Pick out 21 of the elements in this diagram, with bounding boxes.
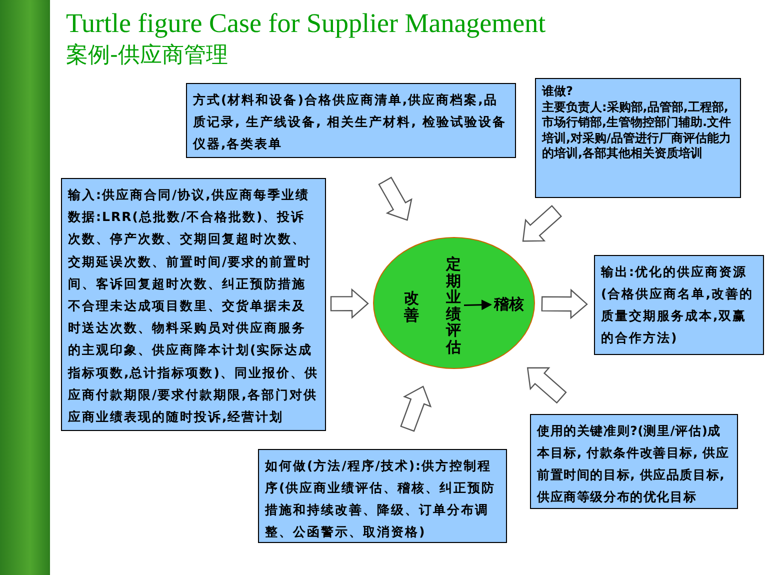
text-box: 输入:供应商合同/协议,供应商每季业绩数据:LRR(总批数/不合格批数)、投诉次数、停产次数、交期回复超时次数、交期延误次数、前置时间/要求的前置时间、客诉回复超时次数、纠正预防措施不合理未达成项目数里、交货单据未及时送达次数、物料采购员对供应商服务的主观印象、供应商降本计划(实际达成指标项数,总计指标项数)、同业报价、供应商付款期限/要求付款期限,各部门对供应商业绩表现的随时投诉,经营计划: [61, 178, 326, 431]
block-arrow: [541, 288, 588, 320]
box-heading: 谁做?: [542, 84, 574, 100]
block-arrow: [378, 176, 412, 221]
block-arrow: [330, 288, 369, 319]
block-arrow: [522, 204, 562, 242]
title: Turtle figure Case for Supplier Management: [66, 8, 546, 39]
circle-text: 改善: [404, 290, 419, 323]
block-arrow: [400, 386, 432, 432]
block-arrow: [526, 367, 567, 404]
text-box: 如何做(方法/程序/技术):供方控制程序(供应商业绩评估、稽核、纠正预防措施和持续改善、降级、订单分布调整、公函警示、取消资格): [258, 449, 507, 543]
circle-text: 稽核: [494, 296, 524, 312]
side-band: [0, 0, 50, 575]
box-text: 主要负责人:采购部,品管部,工程部,市场行销部,生管物控部门辅助.文件培训,对采购/品管进行厂商评估能力的培训,各部其他相关资质培训: [542, 100, 732, 162]
arrow: [463, 299, 492, 310]
text-box: 输出:优化的供应商资源(合格供应商名单,改善的质量交期服务成本,双赢的合作方法): [594, 255, 764, 355]
text-box: [535, 78, 741, 198]
subtitle: 案例-供应商管理: [66, 42, 228, 70]
text-box: 方式(材料和设备)合格供应商清单,供应商档案,品质记录, 生产线设备, 相关生产材料, 检验试验设备仪器,各类表单: [186, 83, 516, 158]
circle-text: 定期业绩评估: [446, 256, 461, 355]
text-box: 使用的关键准则?(测里/评估)成本目标, 付款条件改善目标, 供应前置时间的目标, 供应品质目标, 供应商等级分布的优化目标: [530, 414, 738, 509]
